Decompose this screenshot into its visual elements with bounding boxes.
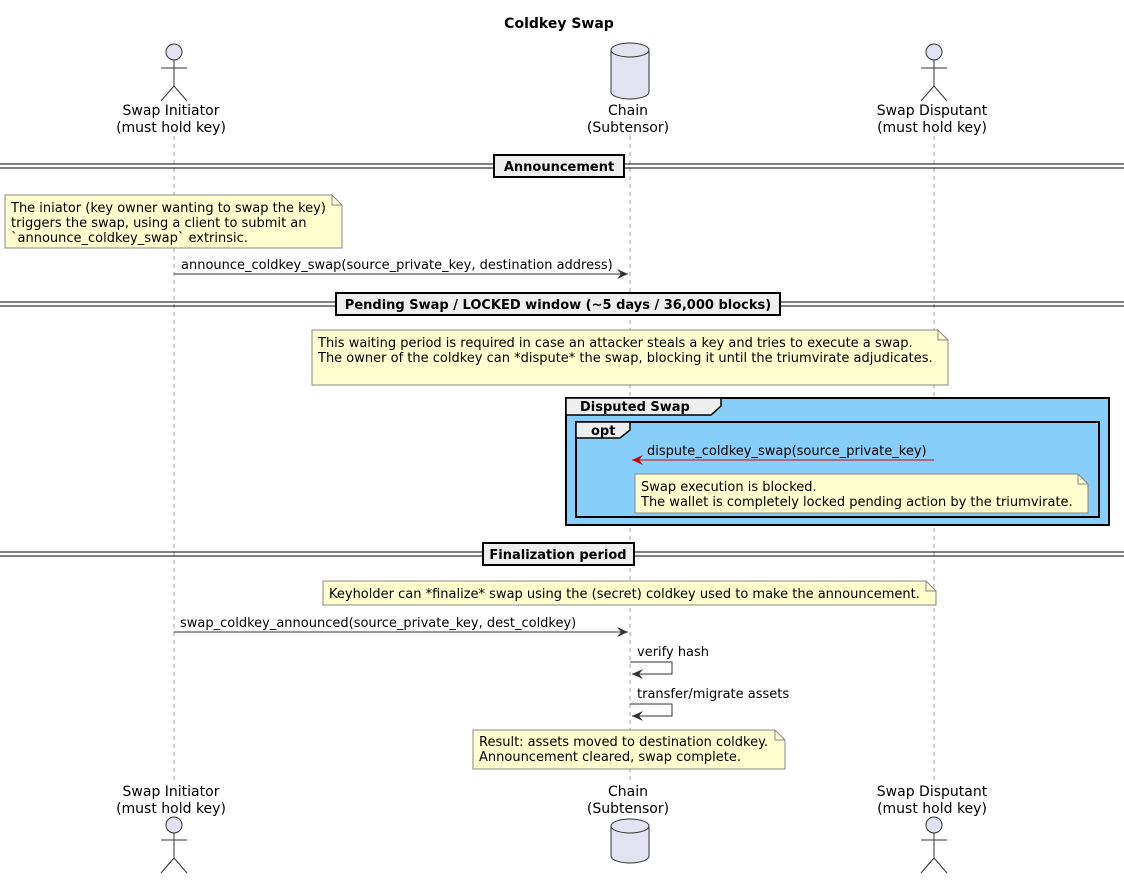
participant-chain-top: Chain (Subtensor) xyxy=(587,42,669,136)
participant-sublabel: (must hold key) xyxy=(877,120,987,136)
note-result: Result: assets moved to destination cold… xyxy=(472,729,786,770)
message-swap: swap_coldkey_announced(source_private_ke… xyxy=(174,616,628,637)
message-announce: announce_coldkey_swap(source_private_key… xyxy=(174,258,628,279)
note-line: Keyholder can *finalize* swap using the … xyxy=(329,587,920,602)
participant-label: Chain xyxy=(608,784,648,800)
note-line: This waiting period is required in case … xyxy=(317,336,913,351)
participant-sublabel: (must hold key) xyxy=(877,801,987,817)
message-label: transfer/migrate assets xyxy=(637,687,789,702)
actor-icon xyxy=(160,816,188,874)
database-icon xyxy=(610,42,650,100)
note-waiting-period: This waiting period is required in case … xyxy=(311,329,949,386)
note-blocked: Swap execution is blocked. The wallet is… xyxy=(634,473,1089,514)
message-label: verify hash xyxy=(637,645,709,660)
divider-announcement: Announcement xyxy=(0,154,1124,178)
participant-label: Swap Initiator xyxy=(123,103,220,119)
message-dispute: dispute_coldkey_swap(source_private_key) xyxy=(632,444,934,465)
participant-label: Swap Initiator xyxy=(123,784,220,800)
participant-sublabel: (must hold key) xyxy=(116,801,226,817)
participant-initiator-bottom: Swap Initiator (must hold key) xyxy=(116,784,226,874)
message-transfer: transfer/migrate assets xyxy=(630,687,789,721)
group-label: Disputed Swap xyxy=(580,400,690,415)
database-icon xyxy=(610,818,650,864)
divider-label: Pending Swap / LOCKED window (~5 days / … xyxy=(345,298,771,313)
note-line: The owner of the coldkey can *dispute* t… xyxy=(317,351,933,366)
message-label: swap_coldkey_announced(source_private_ke… xyxy=(180,616,576,631)
message-label: announce_coldkey_swap(source_private_key… xyxy=(181,258,613,273)
participant-chain-bottom: Chain (Subtensor) xyxy=(587,784,669,864)
participant-sublabel: (Subtensor) xyxy=(587,801,669,817)
diagram-title: Coldkey Swap xyxy=(504,16,614,32)
note-line: Announcement cleared, swap complete. xyxy=(479,750,741,765)
actor-icon xyxy=(160,43,188,102)
participant-label: Swap Disputant xyxy=(877,784,988,800)
note-line: The wallet is completely locked pending … xyxy=(640,495,1073,510)
note-line: The iniator (key owner wanting to swap t… xyxy=(10,201,326,216)
group-label: opt xyxy=(591,424,615,439)
participant-sublabel: (must hold key) xyxy=(116,120,226,136)
note-line: triggers the swap, using a client to sub… xyxy=(11,216,307,231)
divider-label: Finalization period xyxy=(489,548,626,563)
note-line: Swap execution is blocked. xyxy=(641,480,817,495)
note-line: `announce_coldkey_swap` extrinsic. xyxy=(11,231,248,246)
participant-label: Chain xyxy=(608,103,648,119)
message-verify: verify hash xyxy=(630,645,709,679)
participant-disputant-top: Swap Disputant (must hold key) xyxy=(877,43,988,136)
divider-label: Announcement xyxy=(504,160,614,175)
participant-disputant-bottom: Swap Disputant (must hold key) xyxy=(877,784,988,874)
participant-label: Swap Disputant xyxy=(877,103,988,119)
group-opt: opt xyxy=(575,421,1100,518)
message-label: dispute_coldkey_swap(source_private_key) xyxy=(647,444,927,459)
divider-pending: Pending Swap / LOCKED window (~5 days / … xyxy=(0,292,1124,316)
participant-sublabel: (Subtensor) xyxy=(587,120,669,136)
actor-icon xyxy=(920,816,948,874)
actor-icon xyxy=(920,43,948,102)
note-line: Result: assets moved to destination cold… xyxy=(479,735,768,750)
note-finalize: Keyholder can *finalize* swap using the … xyxy=(322,580,937,606)
divider-finalization: Finalization period xyxy=(0,542,1124,566)
participant-initiator-top: Swap Initiator (must hold key) xyxy=(116,43,226,136)
note-initiator: The iniator (key owner wanting to swap t… xyxy=(4,194,343,249)
